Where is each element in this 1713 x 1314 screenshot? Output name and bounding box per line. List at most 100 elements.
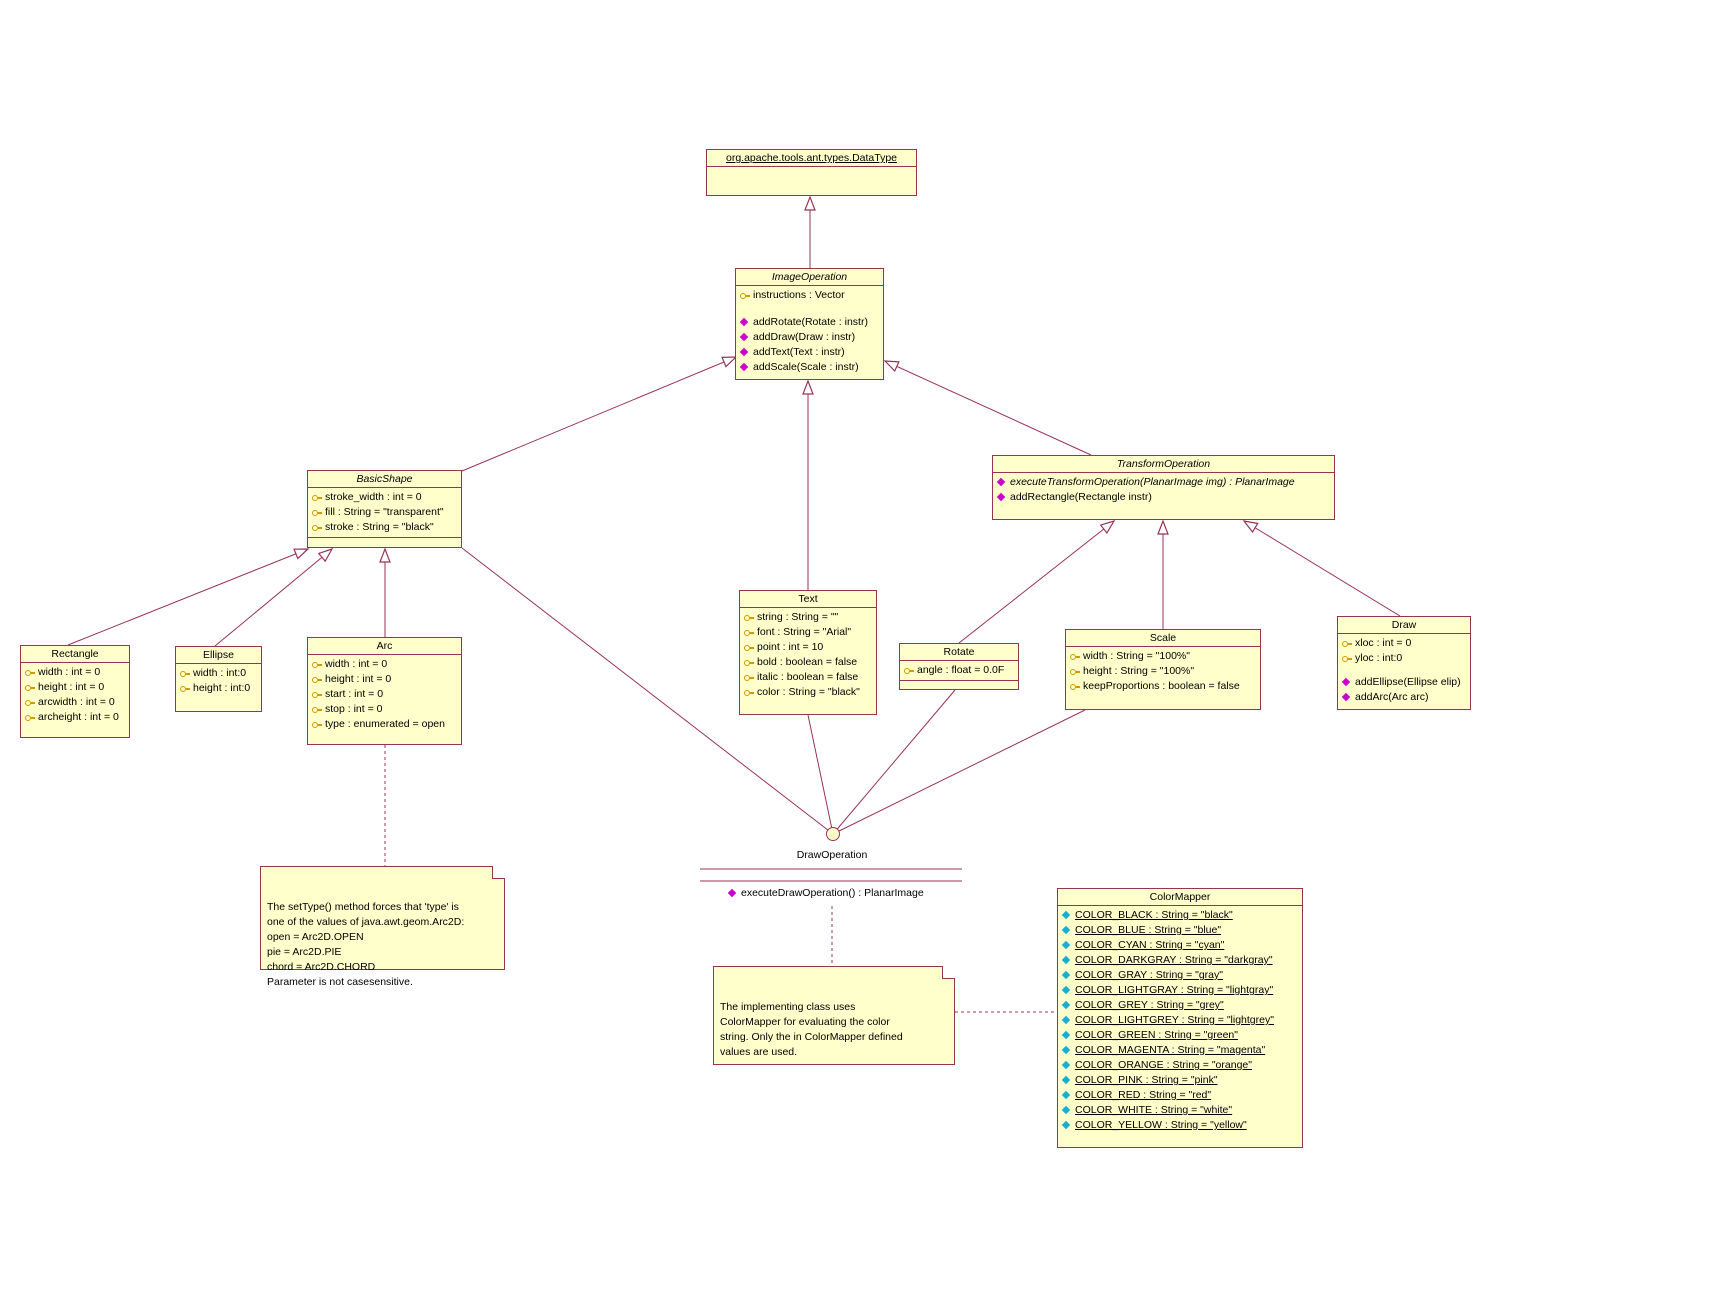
class-text[interactable]: Text string : String = "" font : String … xyxy=(739,590,877,715)
attributes-compartment: stroke_width : int = 0 fill : String = "… xyxy=(308,487,461,537)
attribute-icon xyxy=(24,697,36,708)
attribute-text: font : String = "Arial" xyxy=(757,626,852,638)
class-basic-shape-title: BasicShape xyxy=(356,473,413,485)
attribute-text: COLOR_YELLOW : String = "yellow" xyxy=(1075,1119,1247,1131)
static-field-icon xyxy=(1061,970,1073,981)
attribute-text: COLOR_LIGHTGREY : String = "lightgrey" xyxy=(1075,1014,1274,1026)
attribute-text: color : String = "black" xyxy=(757,686,860,698)
attribute-text: height : int:0 xyxy=(193,682,251,694)
attribute-text: width : int = 0 xyxy=(38,666,101,678)
attribute-text: bold : boolean = false xyxy=(757,656,858,668)
attribute-text: COLOR_WHITE : String = "white" xyxy=(1075,1104,1233,1116)
static-attribute-row: COLOR_WHITE : String = "white" xyxy=(1061,1103,1299,1118)
attribute-text: keepProportions : boolean = false xyxy=(1083,680,1240,692)
attribute-text: xloc : int = 0 xyxy=(1355,637,1412,649)
attribute-row: fill : String = "transparent" xyxy=(311,505,458,520)
attribute-text: COLOR_ORANGE : String = "orange" xyxy=(1075,1059,1252,1071)
method-row: addArc(Arc arc) xyxy=(1341,690,1467,705)
static-attribute-row: COLOR_BLACK : String = "black" xyxy=(1061,908,1299,923)
attributes-compartment: angle : float = 0.0F xyxy=(900,660,1018,680)
static-field-icon xyxy=(1061,1120,1073,1131)
attribute-icon xyxy=(1341,638,1353,649)
class-rectangle[interactable]: Rectangle width : int = 0 height : int =… xyxy=(20,645,130,738)
attribute-icon xyxy=(743,672,755,683)
method-icon xyxy=(739,332,751,343)
attribute-row: stroke : String = "black" xyxy=(311,520,458,535)
class-datatype-empty-compartment xyxy=(707,166,916,195)
method-text: addArc(Arc arc) xyxy=(1355,691,1429,703)
method-text: addRectangle(Rectangle instr) xyxy=(1010,491,1152,503)
class-transform-operation[interactable]: TransformOperation executeTransformOpera… xyxy=(992,455,1335,520)
attribute-icon xyxy=(739,290,751,301)
members-compartment: xloc : int = 0 yloc : int:0 addEllipse(E… xyxy=(1338,633,1470,709)
attribute-icon xyxy=(1341,653,1353,664)
attribute-row: width : int = 0 xyxy=(311,657,458,672)
attributes-compartment: COLOR_BLACK : String = "black" COLOR_BLU… xyxy=(1058,905,1302,1147)
attribute-text: stroke : String = "black" xyxy=(325,521,434,533)
class-rotate[interactable]: Rotate angle : float = 0.0F xyxy=(899,643,1019,690)
interface-name: DrawOperation xyxy=(796,849,868,861)
attribute-row: yloc : int:0 xyxy=(1341,651,1467,666)
attribute-text: stop : int = 0 xyxy=(325,703,383,715)
attribute-icon xyxy=(311,689,323,700)
method-icon xyxy=(727,888,739,899)
method-text: addDraw(Draw : instr) xyxy=(753,331,856,343)
note-arc-settype[interactable]: The setType() method forces that 'type' … xyxy=(260,866,505,988)
class-draw[interactable]: Draw xloc : int = 0 yloc : int:0 addElli… xyxy=(1337,616,1471,710)
attribute-icon xyxy=(1069,651,1081,662)
attribute-text: width : int = 0 xyxy=(325,658,388,670)
attribute-text: width : String = "100%" xyxy=(1083,650,1190,662)
static-field-icon xyxy=(1061,1090,1073,1101)
static-attribute-row: COLOR_DARKGRAY : String = "darkgray" xyxy=(1061,953,1299,968)
attribute-row: width : int:0 xyxy=(179,666,258,681)
method-row: addDraw(Draw : instr) xyxy=(739,330,880,345)
note-fold-corner xyxy=(942,966,955,979)
attribute-text: COLOR_LIGHTGRAY : String = "lightgray" xyxy=(1075,984,1274,996)
attribute-text: COLOR_GREEN : String = "green" xyxy=(1075,1029,1238,1041)
attribute-text: width : int:0 xyxy=(193,667,247,679)
class-basic-shape[interactable]: BasicShape stroke_width : int = 0 fill :… xyxy=(307,470,462,548)
class-datatype-title: org.apache.tools.ant.types.DataType xyxy=(725,152,898,164)
attribute-text: COLOR_RED : String = "red" xyxy=(1075,1089,1212,1101)
class-color-mapper[interactable]: ColorMapper COLOR_BLACK : String = "blac… xyxy=(1057,888,1303,1148)
note-colormapper-usage[interactable]: The implementing class uses ColorMapper … xyxy=(713,966,955,1065)
method-icon xyxy=(739,362,751,373)
attribute-row: instructions : Vector xyxy=(739,288,880,303)
class-ellipse[interactable]: Ellipse width : int:0 height : int:0 xyxy=(175,646,262,712)
attribute-row: xloc : int = 0 xyxy=(1341,636,1467,651)
class-text-title: Text xyxy=(798,593,818,605)
class-scale[interactable]: Scale width : String = "100%" height : S… xyxy=(1065,629,1261,710)
static-field-icon xyxy=(1061,1075,1073,1086)
attribute-text: angle : float = 0.0F xyxy=(917,664,1005,676)
attribute-row: angle : float = 0.0F xyxy=(903,663,1015,678)
attribute-row: italic : boolean = false xyxy=(743,670,873,685)
method-icon xyxy=(739,347,751,358)
class-draw-title: Draw xyxy=(1391,619,1417,631)
attribute-row: point : int = 10 xyxy=(743,640,873,655)
static-field-icon xyxy=(1061,925,1073,936)
class-image-operation[interactable]: ImageOperation instructions : Vector add… xyxy=(735,268,884,380)
method-row: addScale(Scale : instr) xyxy=(739,360,880,375)
attribute-icon xyxy=(179,683,191,694)
class-arc[interactable]: Arc width : int = 0 height : int = 0 sta… xyxy=(307,637,462,745)
method-row: addRectangle(Rectangle instr) xyxy=(996,490,1331,505)
attribute-row: width : String = "100%" xyxy=(1069,649,1257,664)
note-fold-corner xyxy=(492,866,505,879)
attribute-text: string : String = "" xyxy=(757,611,839,623)
class-datatype[interactable]: org.apache.tools.ant.types.DataType xyxy=(706,149,917,196)
static-attribute-row: COLOR_BLUE : String = "blue" xyxy=(1061,923,1299,938)
attribute-text: arcwidth : int = 0 xyxy=(38,696,115,708)
attribute-text: COLOR_PINK : String = "pink" xyxy=(1075,1074,1218,1086)
method-text: addScale(Scale : instr) xyxy=(753,361,859,373)
interface-lollipop-circle[interactable] xyxy=(826,827,840,841)
methods-compartment: addRotate(Rotate : instr) addDraw(Draw :… xyxy=(736,305,883,379)
static-attribute-row: COLOR_GRAY : String = "gray" xyxy=(1061,968,1299,983)
static-field-icon xyxy=(1061,1000,1073,1011)
static-attribute-row: COLOR_GREY : String = "grey" xyxy=(1061,998,1299,1013)
static-attribute-row: COLOR_CYAN : String = "cyan" xyxy=(1061,938,1299,953)
method-row: executeTransformOperation(PlanarImage im… xyxy=(996,475,1331,490)
attribute-icon xyxy=(311,674,323,685)
attribute-icon xyxy=(311,522,323,533)
attribute-text: yloc : int:0 xyxy=(1355,652,1403,664)
